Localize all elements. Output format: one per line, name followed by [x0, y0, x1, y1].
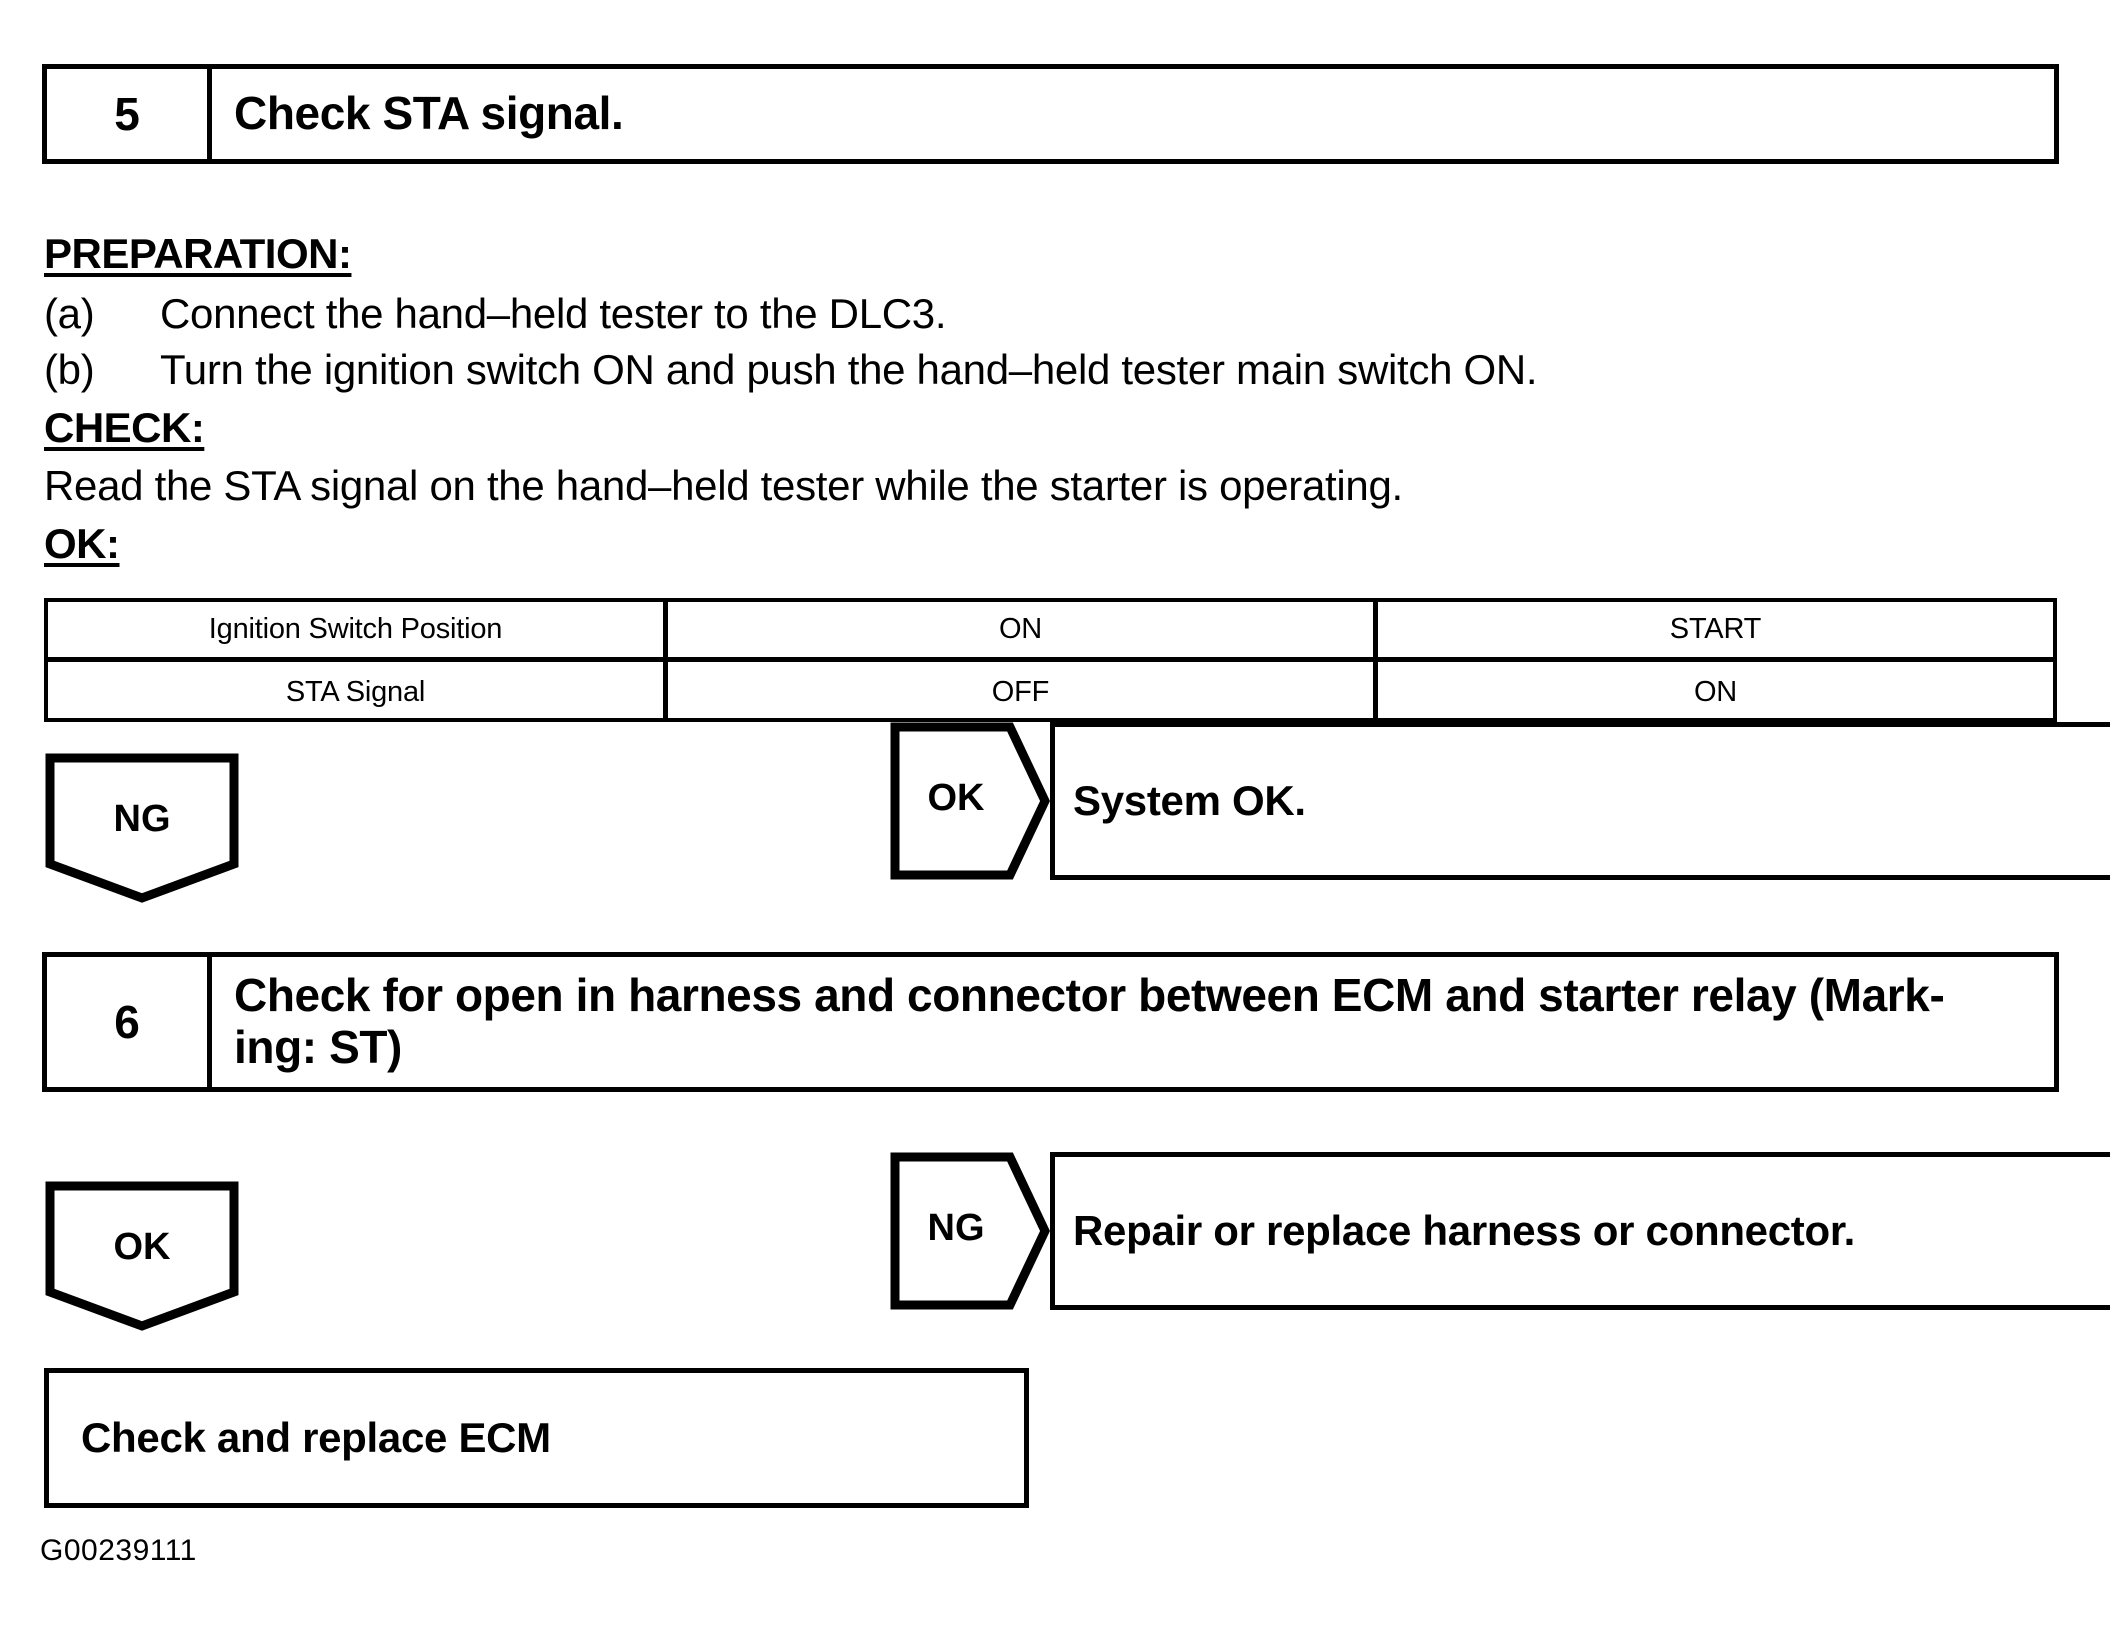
figure-reference-code: G00239111 [40, 1534, 197, 1567]
ng-pennant-step-5-label: NG [113, 798, 171, 840]
table-cell-value-off: OFF [668, 662, 1378, 722]
ok-result-group-step-5: OK System OK. [890, 722, 2110, 880]
table-cell-value-on: ON [668, 602, 1378, 657]
preparation-item-b-marker: (b) [44, 346, 95, 393]
ok-pennant-step-6: OK [44, 1180, 240, 1332]
table-cell-row-label: STA Signal [48, 662, 668, 722]
preparation-item-a-text: Connect the hand–held tester to the DLC3… [160, 290, 947, 337]
table-row: Ignition Switch Position ON START [48, 602, 2053, 662]
step-6-box: 6 Check for open in harness and connecto… [42, 952, 2059, 1092]
ok-pennant-step-6-label: OK [113, 1226, 171, 1268]
step-6-title-line-1: Check for open in harness and connector … [234, 969, 1945, 1022]
system-ok-box: System OK. [1050, 722, 2110, 880]
step-6-title: Check for open in harness and connector … [212, 957, 2054, 1087]
preparation-item-a-marker: (a) [44, 290, 95, 337]
preparation-heading: PREPARATION: [44, 230, 352, 277]
ng-pennant-step-6: NG [890, 1152, 1050, 1310]
table-row: STA Signal OFF ON [48, 662, 2053, 722]
condition-table: Ignition Switch Position ON START STA Si… [44, 598, 2057, 722]
table-cell-value-on: ON [1693, 675, 1738, 708]
table-cell-row-label: Ignition Switch Position [48, 602, 668, 657]
ng-result-group-step-6: NG Repair or replace harness or connecto… [890, 1152, 2110, 1310]
step-5-box: 5 Check STA signal. [42, 64, 2059, 164]
step-5-title: Check STA signal. [234, 87, 624, 140]
repair-or-replace-box: Repair or replace harness or connector. [1050, 1152, 2110, 1310]
step-5-number: 5 [47, 69, 212, 159]
ng-pennant-step-5: NG [44, 752, 240, 904]
check-text: Read the STA signal on the hand–held tes… [44, 462, 1403, 509]
step-6-title-line-2: ing: ST) [234, 1021, 402, 1073]
check-and-replace-ecm-box: Check and replace ECM [44, 1368, 1029, 1508]
check-heading: CHECK: [44, 404, 205, 451]
ok-heading: OK: [44, 520, 120, 567]
ok-pennant-step-5: OK [890, 722, 1050, 880]
ok-pennant-step-5-label: OK [927, 777, 985, 819]
preparation-item-b-text: Turn the ignition switch ON and push the… [160, 346, 1538, 393]
step-6-number: 6 [47, 957, 212, 1087]
table-cell-value-start: START [1669, 613, 1762, 645]
ng-pennant-step-6-label: NG [927, 1207, 985, 1249]
